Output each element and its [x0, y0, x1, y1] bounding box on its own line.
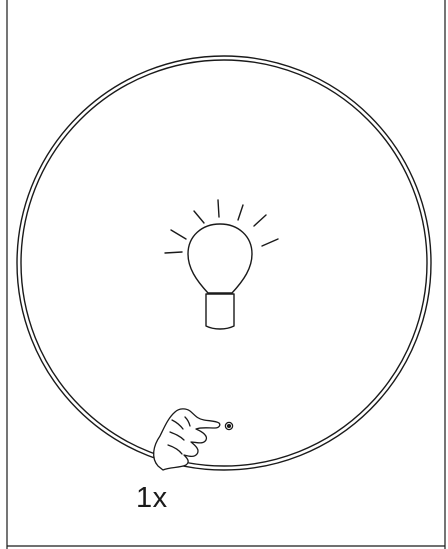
push-button-icon — [224, 421, 234, 431]
device-ring — [16, 55, 432, 471]
lightbulb-icon — [164, 199, 279, 330]
pointing-hand-icon — [153, 408, 221, 471]
page-border — [6, 0, 446, 549]
press-count-label: 1x — [136, 482, 168, 514]
